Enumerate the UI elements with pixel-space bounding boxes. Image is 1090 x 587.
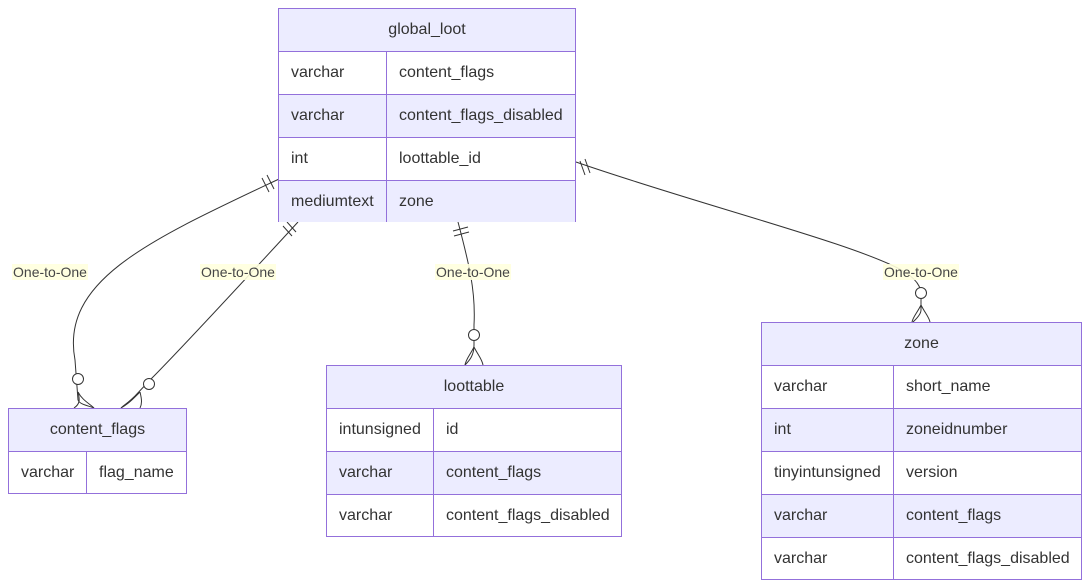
attribute-row: varchar content_flags_disabled <box>327 495 621 536</box>
attribute-type: varchar <box>279 95 387 137</box>
attribute-name: content_flags <box>906 507 1002 524</box>
entity-zone: zone varchar short_name int zoneidnumber… <box>761 322 1082 580</box>
attribute-row: varchar flag_name <box>9 452 186 493</box>
attribute-type: varchar <box>762 366 894 408</box>
attribute-name: content_flags_disabled <box>446 507 610 524</box>
zero-many-marker-3 <box>464 329 484 366</box>
attribute-row: varchar content_flags <box>279 52 575 95</box>
entity-title: zone <box>762 323 1081 366</box>
entity-content-flags: content_flags varchar flag_name <box>8 408 187 494</box>
attribute-row: varchar content_flags <box>762 495 1081 538</box>
relationship-line-1 <box>72 178 280 409</box>
zero-many-marker-4 <box>911 287 931 323</box>
attribute-row: int loottable_id <box>279 138 575 181</box>
attribute-type: int <box>762 409 894 451</box>
attribute-name: version <box>906 464 958 481</box>
attribute-type: varchar <box>762 495 894 537</box>
relationship-label-3: One-to-One <box>435 264 511 280</box>
attribute-row: tinyintunsigned version <box>762 452 1081 495</box>
attribute-type: varchar <box>279 52 387 94</box>
one-marker-2 <box>282 221 297 237</box>
relationship-label-1: One-to-One <box>12 264 88 280</box>
attribute-row: mediumtext zone <box>279 181 575 222</box>
one-marker-3 <box>452 226 470 237</box>
relationship-label-4: One-to-One <box>883 264 959 280</box>
attribute-row: intunsigned id <box>327 409 621 452</box>
entity-title: content_flags <box>9 409 186 452</box>
attribute-type: varchar <box>762 538 894 579</box>
entity-title: loottable <box>327 366 621 409</box>
entity-loottable: loottable intunsigned id varchar content… <box>326 365 622 537</box>
attribute-name: content_flags_disabled <box>399 107 563 124</box>
attribute-name: short_name <box>906 378 991 395</box>
entity-title: global_loot <box>279 9 575 52</box>
attribute-type: intunsigned <box>327 409 434 451</box>
attribute-type: varchar <box>327 452 434 494</box>
attribute-row: int zoneidnumber <box>762 409 1081 452</box>
attribute-name: content_flags <box>399 64 495 81</box>
attribute-type: int <box>279 138 387 180</box>
attribute-row: varchar content_flags_disabled <box>762 538 1081 579</box>
zero-many-marker-2 <box>120 378 155 409</box>
one-marker-1 <box>261 174 275 193</box>
attribute-type: varchar <box>327 495 434 536</box>
entity-global-loot: global_loot varchar content_flags varcha… <box>278 8 576 222</box>
attribute-row: varchar content_flags <box>327 452 621 495</box>
attribute-name: content_flags_disabled <box>906 550 1070 567</box>
relationship-line-3 <box>457 221 475 366</box>
attribute-type: varchar <box>9 452 87 493</box>
attribute-name: content_flags <box>446 464 542 481</box>
attribute-name: id <box>446 421 459 438</box>
attribute-type: mediumtext <box>279 181 387 222</box>
attribute-row: varchar content_flags_disabled <box>279 95 575 138</box>
attribute-name: flag_name <box>99 464 174 481</box>
one-marker-4 <box>579 158 591 176</box>
attribute-name: loottable_id <box>399 150 481 167</box>
attribute-name: zoneidnumber <box>906 421 1008 438</box>
attribute-name: zone <box>399 193 434 210</box>
relationship-label-2: One-to-One <box>200 264 276 280</box>
attribute-type: tinyintunsigned <box>762 452 894 494</box>
attribute-row: varchar short_name <box>762 366 1081 409</box>
zero-many-marker-1 <box>72 373 95 409</box>
relationship-line-4 <box>575 161 922 323</box>
